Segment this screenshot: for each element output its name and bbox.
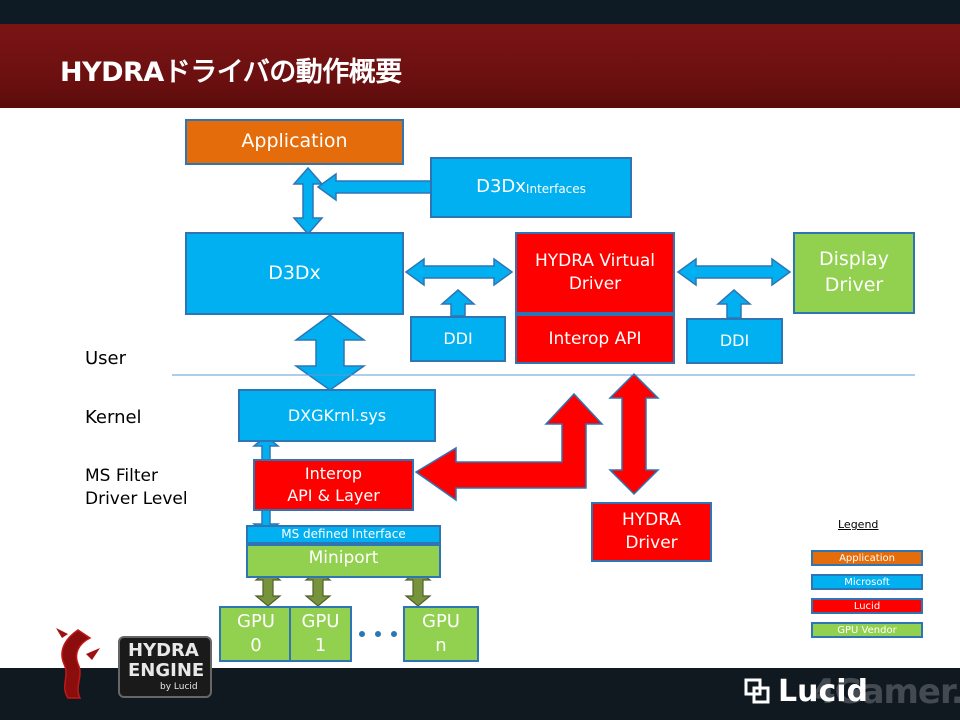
ddi-left-label: DDI [443,329,473,349]
ddi-right-box: DDI [686,318,783,364]
ddi-right-arrow [716,289,752,319]
slide-title: HYDRAドライバの動作概要 [60,57,402,88]
hydra-engine-line2: ENGINE [128,660,205,681]
gpun-box: GPU n [403,606,479,662]
d3dx-hydra-arrow [404,257,514,287]
kernel-label: Kernel [85,407,142,428]
interop-hydra-driver-arrow [608,372,660,496]
application-label: Application [241,130,348,153]
filter-driver-label: MS Filter Driver Level [85,466,188,509]
miniport-box: Miniport [246,544,441,578]
ellipsis-dot-1 [359,631,365,637]
ddi-left-arrow [440,289,476,317]
hydra-engine-badge [118,636,212,698]
legend-lucid: Lucid [811,598,923,614]
ellipsis-dot-3 [391,631,397,637]
ddi-left-box: DDI [410,316,506,362]
legend-application: Application [811,550,923,566]
interfaces-arrow [316,172,433,202]
d3dx-interfaces-main: D3Dx [476,176,526,198]
d3dx-dxgk-arrow [293,314,367,391]
watermark-text: 4Gamer.net [812,672,960,712]
d3dx-interfaces-small: Interfaces [525,182,586,197]
user-label: User [85,348,127,369]
d3dx-label: D3Dx [268,261,321,284]
gpu1-label: GPU 1 [301,610,340,656]
lucid-logo-text: Lucid [778,674,869,709]
hydra-virtual-driver-box: HYDRA Virtual Driver [515,232,675,314]
legend-microsoft: Microsoft [811,574,923,590]
interop-layer-box: Interop API & Layer [253,459,414,511]
hydra-driver-box: HYDRA Driver [591,502,712,562]
lucid-mark-icon [744,678,770,704]
ms-interface-box: MS defined Interface [246,525,441,544]
ellipsis-dot-2 [375,631,381,637]
application-box: Application [185,119,404,165]
display-driver-label: Display Driver [818,248,890,296]
legend-title: Legend [838,518,879,531]
gpu1-box: GPU 1 [289,606,352,662]
interop-layer-label: Interop API & Layer [287,464,380,505]
hydra-engine-logo: HYDRA ENGINE by Lucid [48,624,212,704]
legend-gpu-vendor: GPU Vendor [811,622,923,638]
title-bar: HYDRAドライバの動作概要 [0,24,960,108]
hydra-virtual-driver-label: HYDRA Virtual Driver [535,251,655,294]
dxgkrnl-label: DXGKrnl.sys [287,405,387,425]
display-driver-box: Display Driver [793,232,915,314]
d3dx-box: D3Dx [185,232,404,315]
gpu0-label: GPU 0 [237,610,275,656]
gpun-label: GPU n [422,610,460,656]
hydra-engine-line1: HYDRA [128,640,199,661]
interop-api-box: Interop API [515,314,675,364]
interop-api-label: Interop API [548,328,642,349]
hydra-display-arrow [676,257,792,287]
d3dx-interfaces-box: D3Dx Interfaces [430,157,632,218]
hydra-driver-label: HYDRA Driver [621,510,681,553]
app-d3dx-arrow [292,166,324,236]
ms-interface-label: MS defined Interface [281,527,406,542]
dragon-icon [56,628,100,699]
hydra-engine-line3: by Lucid [160,682,198,692]
lucid-logo-mark [744,678,772,706]
dxgkrnl-box: DXGKrnl.sys [238,389,436,442]
interop-red-arrow [414,392,604,502]
top-bar [0,0,960,24]
miniport-label: Miniport [308,548,379,568]
ddi-right-label: DDI [719,331,750,351]
gpu0-box: GPU 0 [219,606,293,662]
